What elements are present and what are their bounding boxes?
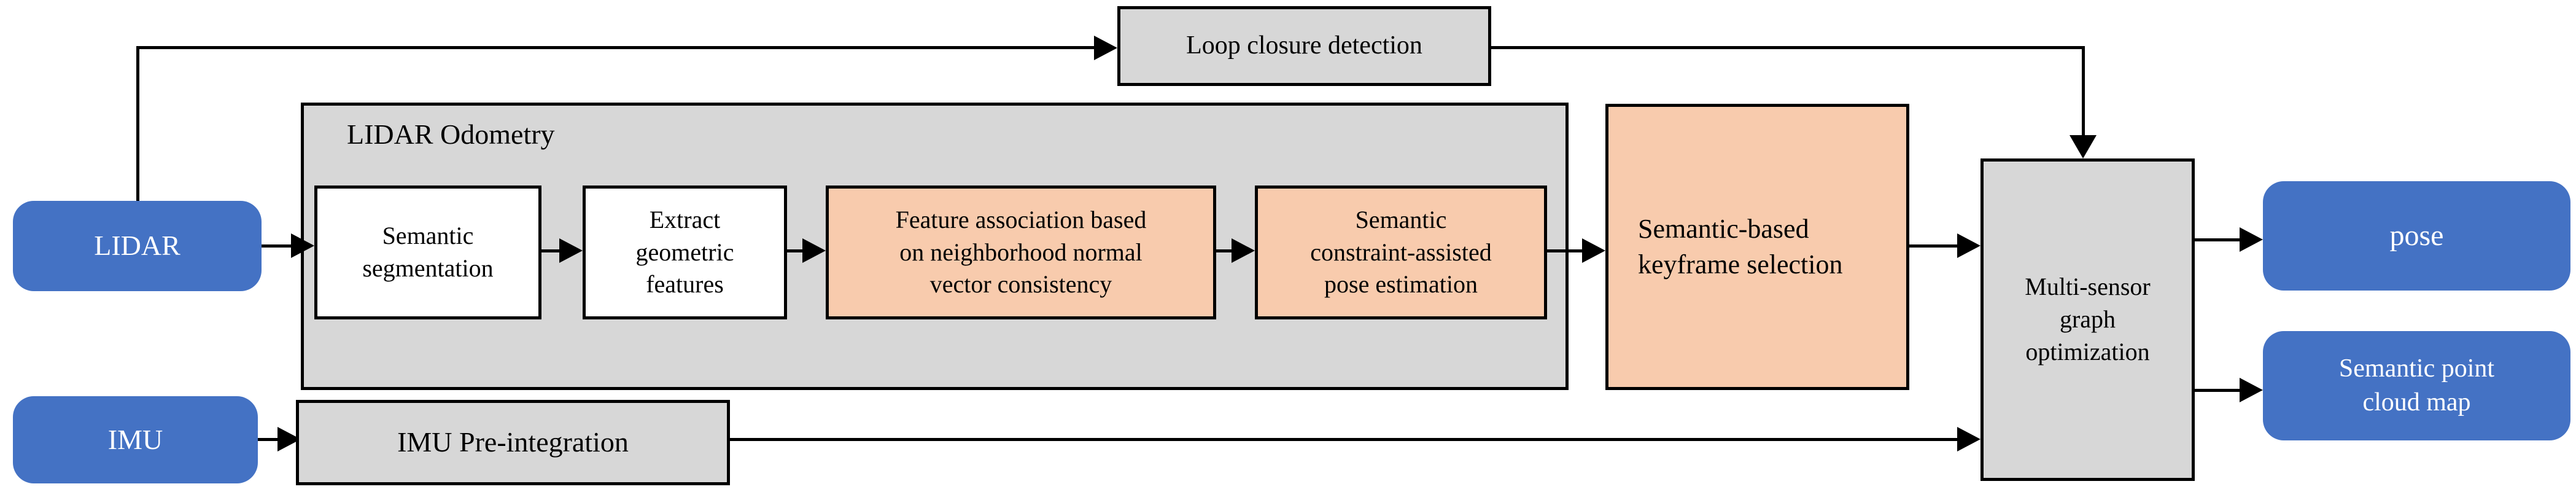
node-pose-estimation-line3: pose estimation [1324, 270, 1478, 299]
node-semantic-point-cloud-map: Semantic point cloud map [2263, 331, 2570, 440]
arrowhead-into-multisensor-lower-left [1957, 427, 1980, 451]
node-multi-sensor-line3: optimization [2025, 337, 2150, 365]
node-extract-features-line2: geometric [635, 238, 734, 266]
node-feature-association-line1: Feature association based [895, 205, 1147, 233]
arrowhead-into-extract [559, 238, 583, 263]
node-extract-features-line1: Extract [649, 205, 721, 233]
node-semantic-map-line1: Semantic point [2338, 354, 2495, 383]
node-imu-preintegration-label: IMU Pre-integration [397, 426, 629, 458]
node-semantic-segmentation: Semantic segmentation [314, 186, 541, 319]
edge-loop-to-multisensor-vertical [2082, 46, 2085, 135]
node-semantic-segmentation-line1: Semantic [382, 222, 474, 250]
arrowhead-into-segmentation [291, 233, 314, 258]
arrowhead-into-multisensor-top [2070, 135, 2097, 158]
node-pose-output-label: pose [2389, 219, 2444, 252]
arrowhead-into-association [802, 238, 826, 263]
node-loop-closure-label: Loop closure detection [1186, 31, 1422, 60]
node-pose-estimation-line2: constraint-assisted [1310, 238, 1492, 266]
node-pose-output: pose [2263, 181, 2570, 291]
edge-lidar-to-loop-vertical [136, 46, 139, 202]
arrowhead-into-pose [2240, 227, 2263, 252]
arrowhead-into-multisensor-left [1957, 233, 1980, 258]
node-feature-association-line2: on neighborhood normal [899, 238, 1143, 266]
edge-multisensor-to-map [2195, 389, 2240, 392]
edge-multisensor-to-pose [2195, 238, 2240, 241]
edge-pose-estimation-to-keyframe [1547, 249, 1582, 252]
node-imu-preintegration: IMU Pre-integration [296, 400, 730, 485]
node-keyframe-selection-line1: Semantic-based [1638, 213, 1809, 244]
edge-lidar-to-loop-horizontal [136, 46, 1094, 49]
node-extract-geometric-features: Extract geometric features [583, 186, 787, 319]
edge-imu-to-preintegration [258, 438, 277, 441]
node-multi-sensor-line1: Multi-sensor [2025, 273, 2151, 301]
edge-segmentation-to-extract [541, 249, 559, 252]
node-feature-association: Feature association based on neighborhoo… [826, 186, 1216, 319]
node-multi-sensor-graph-optimization: Multi-sensor graph optimization [1980, 158, 2195, 481]
edge-preintegration-to-multisensor [730, 438, 1957, 441]
edge-loop-to-multisensor-horizontal [1491, 46, 2085, 49]
arrowhead-into-pose-estimation [1232, 238, 1255, 263]
node-imu-label: IMU [107, 423, 163, 455]
node-imu: IMU [13, 396, 258, 483]
arrowhead-into-keyframe [1582, 238, 1605, 263]
node-pose-estimation: Semantic constraint-assisted pose estima… [1255, 186, 1547, 319]
node-pose-estimation-line1: Semantic [1355, 205, 1447, 233]
arrowhead-into-map [2240, 378, 2263, 402]
arrowhead-into-loop-closure [1094, 36, 1117, 60]
node-lidar-label: LIDAR [94, 230, 180, 262]
node-keyframe-selection-line2: keyframe selection [1638, 249, 1843, 279]
edge-extract-to-association [787, 249, 802, 252]
edge-lidar-to-segmentation [262, 244, 291, 248]
node-lidar: LIDAR [13, 201, 262, 291]
node-semantic-map-line2: cloud map [2362, 388, 2471, 416]
node-keyframe-selection: Semantic-based keyframe selection [1605, 104, 1909, 390]
edge-association-to-pose-estimation [1216, 249, 1232, 252]
node-semantic-segmentation-line2: segmentation [362, 254, 494, 282]
node-feature-association-line3: vector consistency [929, 270, 1112, 299]
node-loop-closure-detection: Loop closure detection [1117, 6, 1491, 86]
node-multi-sensor-line2: graph [2059, 305, 2116, 334]
node-extract-features-line3: features [646, 270, 724, 299]
lidar-odometry-title: LIDAR Odometry [347, 119, 555, 150]
edge-keyframe-to-multisensor [1909, 244, 1957, 248]
